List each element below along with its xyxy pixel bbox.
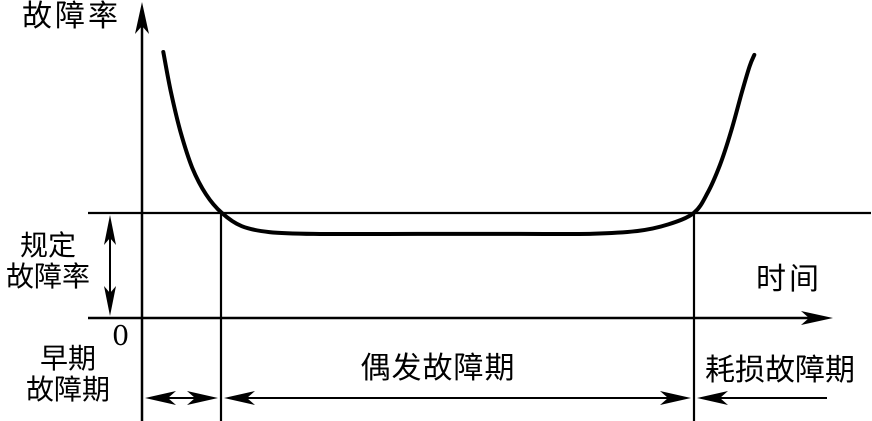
spec-rate-arrowhead-up-icon [104, 215, 116, 245]
bathtub-curve-path [161, 50, 757, 237]
wearout-period-arrowhead-left-icon [697, 391, 728, 405]
early-period-arrowhead-right-icon [187, 391, 218, 405]
x-axis-label: 时间 [756, 262, 822, 297]
random-period-arrowhead-right-icon [660, 391, 691, 405]
specified-rate-label: 规定 故障率 [5, 229, 90, 294]
wearout-period-label: 耗损故障期 [705, 353, 855, 388]
early-period-arrowhead-left-icon [145, 391, 176, 405]
x-axis-arrowhead-right-icon [801, 311, 833, 325]
spec-rate-arrowhead-down-icon [104, 286, 116, 316]
origin-label: 0 [112, 321, 130, 352]
random-period-label: 偶发故障期 [360, 351, 516, 386]
y-axis-label: 故障率 [22, 0, 121, 34]
y-axis-arrowhead-up-icon [135, 2, 149, 34]
early-period-label: 早期 故障期 [25, 342, 110, 407]
random-period-arrowhead-left-icon [224, 391, 255, 405]
